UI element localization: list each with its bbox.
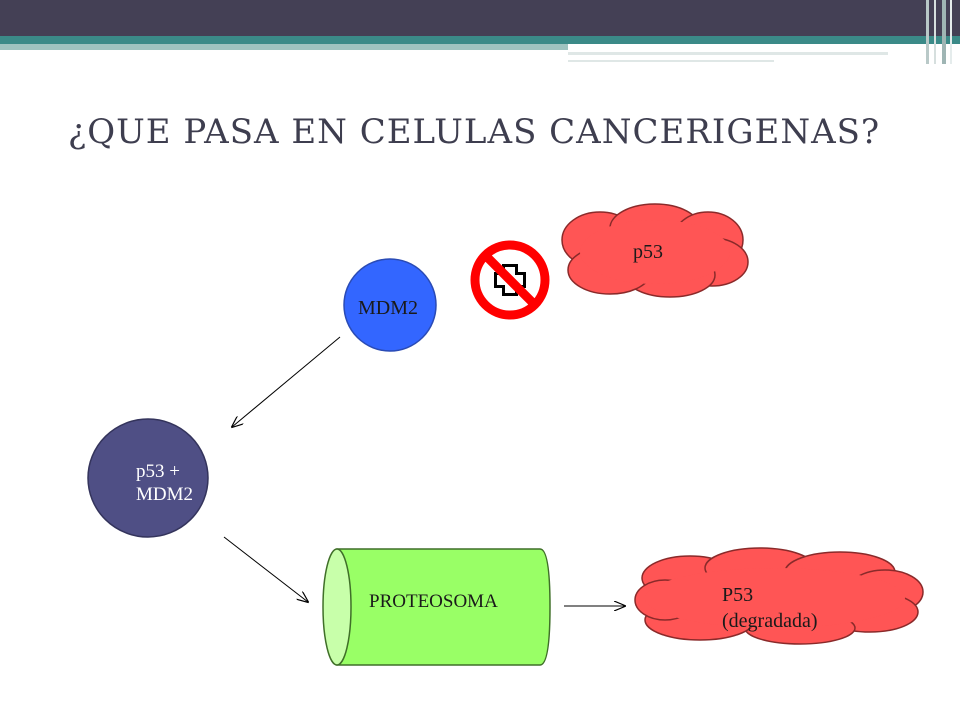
p53-degraded-cloud (634, 547, 924, 645)
proteasome-label: PROTEOSOMA (369, 591, 498, 612)
slide-decor-line-short (568, 60, 774, 62)
slide-accent-bar (0, 36, 960, 44)
slide-top-bar (0, 0, 960, 36)
arrow-complex-to-proteasome (223, 536, 308, 602)
slide-accent-bar-light (0, 44, 568, 50)
mdm2-label: MDM2 (358, 297, 418, 319)
p53-mdm2-complex-node (87, 418, 209, 538)
p53-label: p53 (633, 241, 663, 263)
complex-label-line2: MDM2 (136, 484, 193, 505)
mdm2-node (343, 258, 437, 352)
prohibited-plus-icon (470, 240, 550, 320)
arrow-mdm2-to-complex (232, 336, 341, 427)
slide-title: ¿QUE PASA EN CELULAS CANCERIGENAS? (68, 112, 881, 152)
degraded-label-line2: (degradada) (722, 610, 818, 632)
proteasome-node (322, 548, 551, 666)
degraded-label-line1: P53 (722, 584, 753, 606)
complex-label-line1: p53 + (136, 461, 180, 482)
slide-decor-line (568, 52, 888, 55)
slide-corner-stripes (920, 0, 960, 64)
p53-cloud (561, 203, 749, 298)
